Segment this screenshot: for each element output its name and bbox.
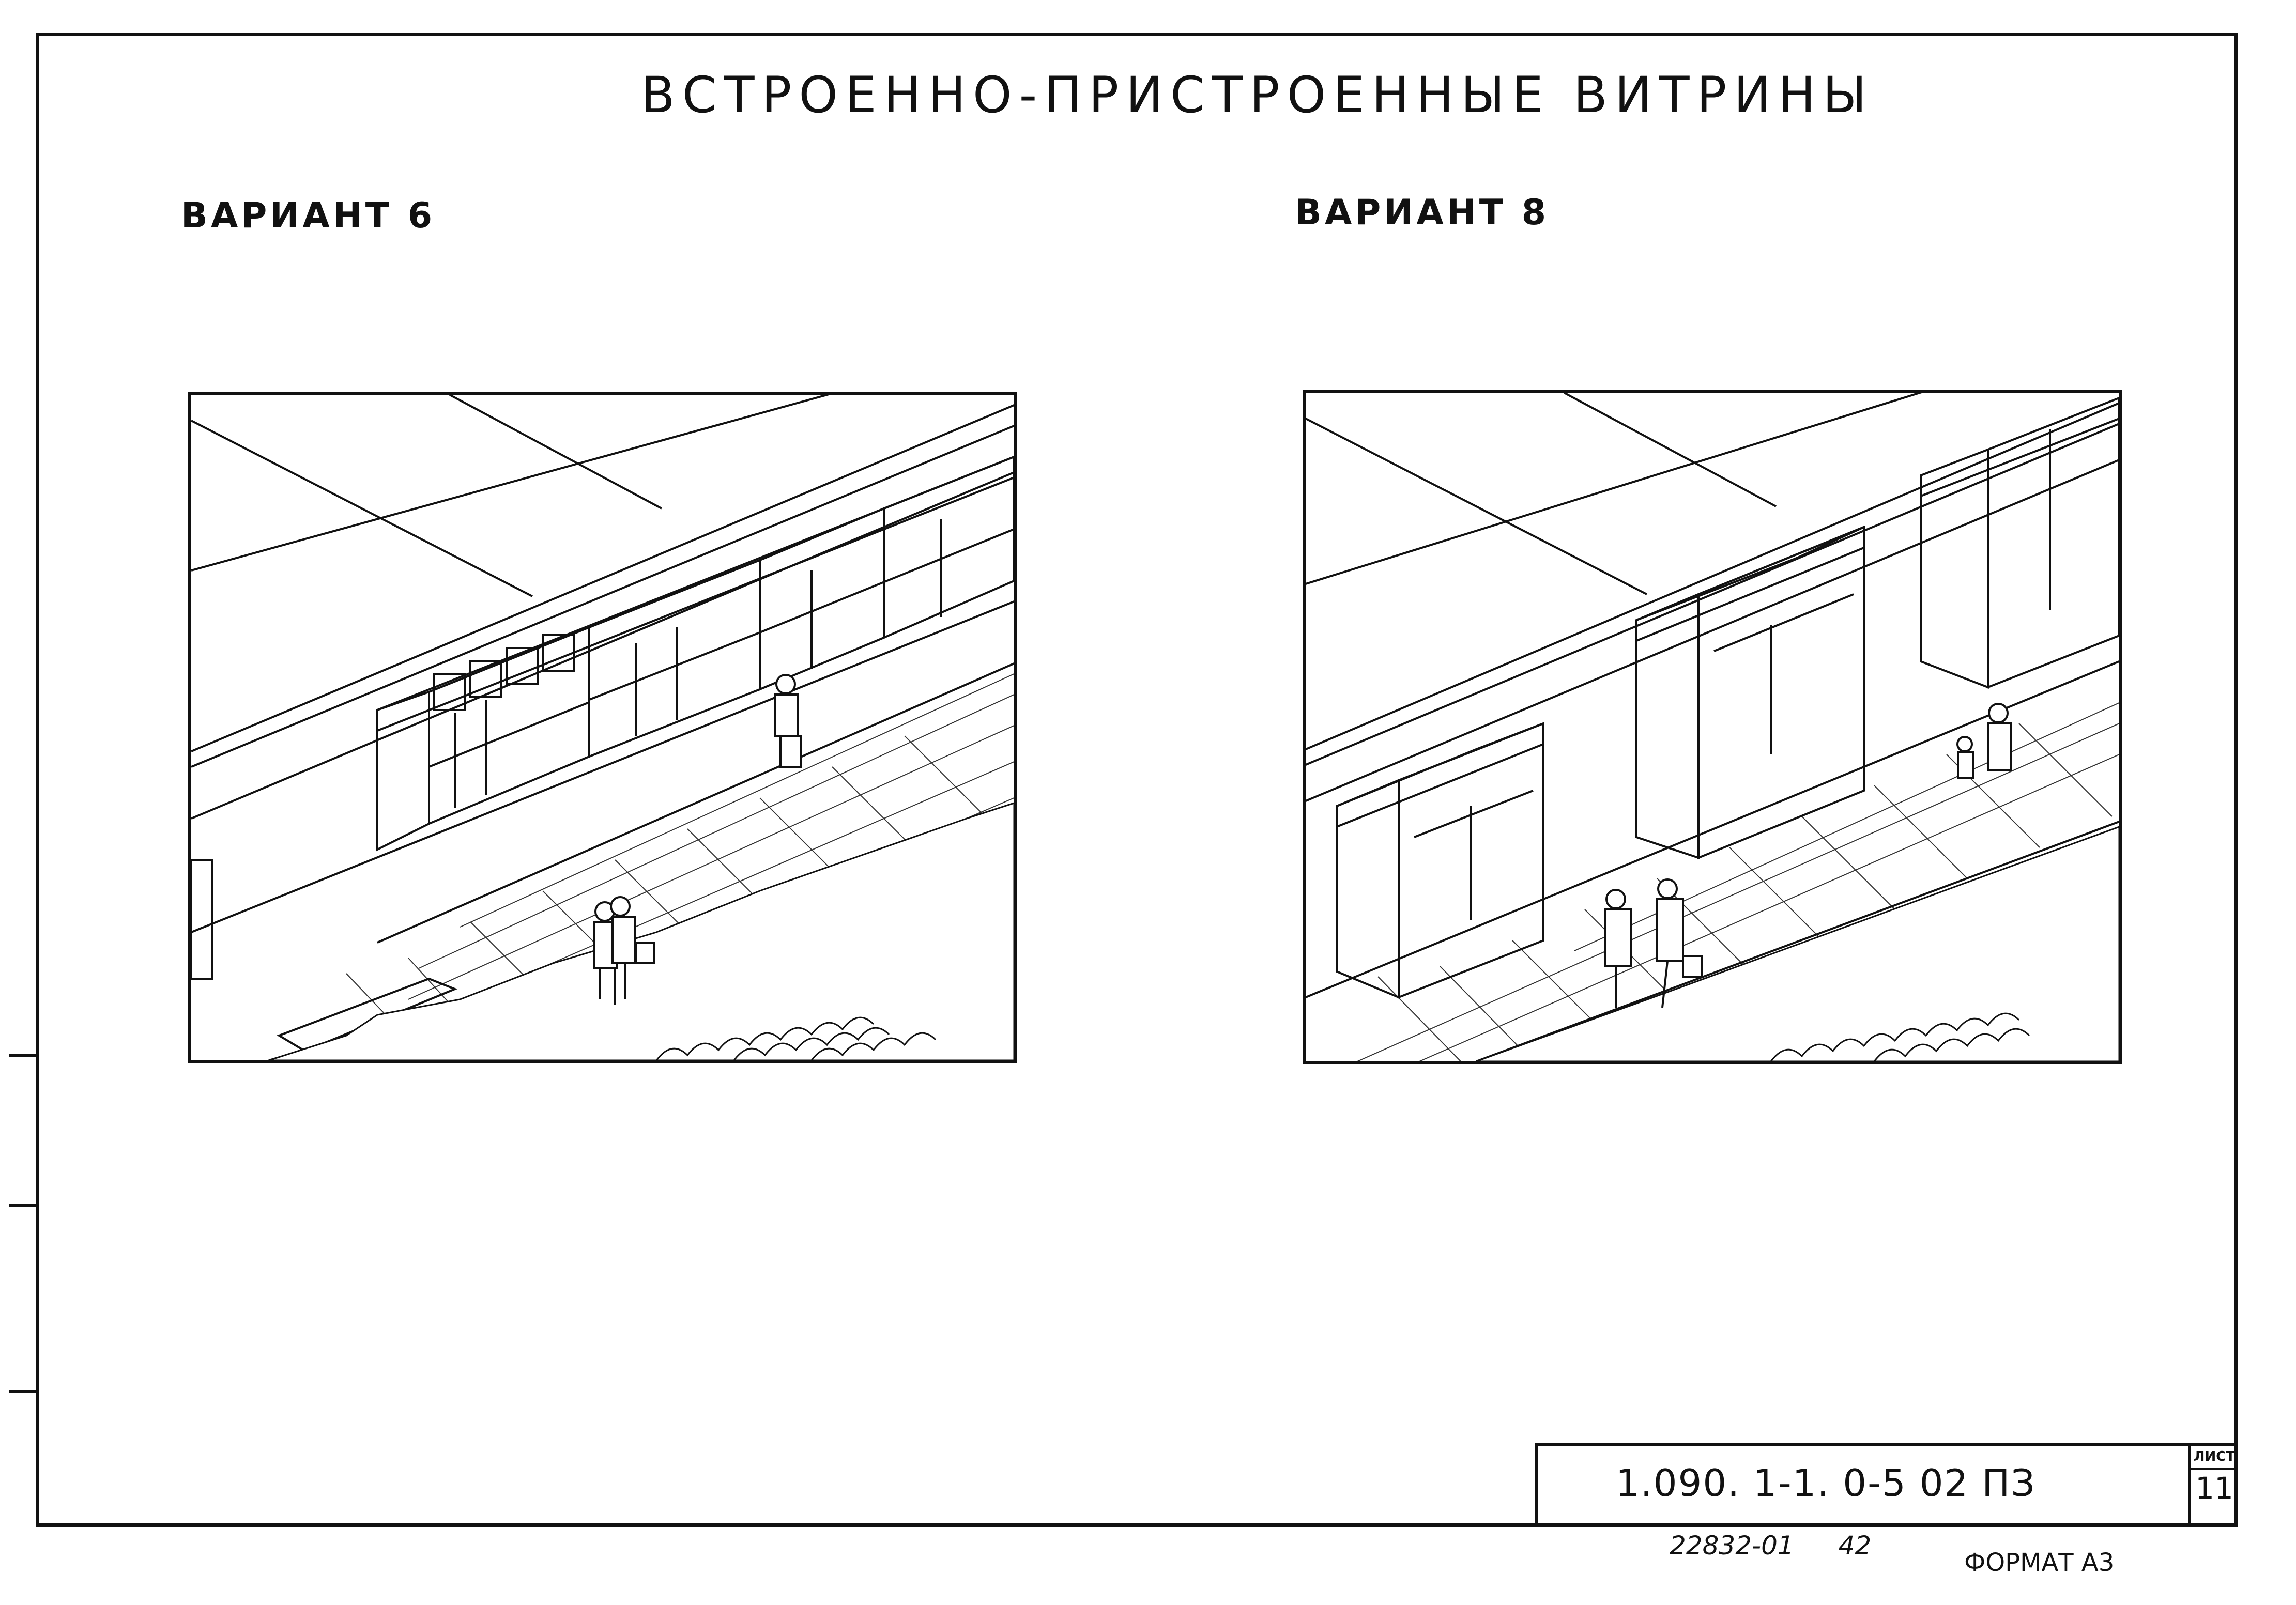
isometric-storefront-drawing <box>1306 393 2119 1061</box>
sheet-cell: ЛИСТ 11 <box>2188 1446 2238 1527</box>
variant-8-label: ВАРИАНТ 8 <box>1295 192 1550 233</box>
inventory-number: 22832-01 <box>1670 1531 1794 1561</box>
format-label: ФОРМАТ А3 <box>1964 1548 2115 1577</box>
variant-8-illustration <box>1303 390 2122 1064</box>
pedestrian-figures <box>593 674 802 1005</box>
document-code: 1.090. 1-1. 0-5 02 ПЗ <box>1616 1461 2036 1505</box>
sheet-title: ВСТРОЕННО-ПРИСТРОЕННЫЕ ВИТРИНЫ <box>641 66 1874 124</box>
page-number: 42 <box>1838 1531 1872 1561</box>
title-block: 1.090. 1-1. 0-5 02 ПЗ ЛИСТ 11 <box>1535 1443 2238 1527</box>
isometric-storefront-drawing <box>191 395 1014 1060</box>
margin-tick <box>9 1390 36 1393</box>
margin-tick <box>9 1204 36 1207</box>
variant-6-illustration <box>188 392 1017 1063</box>
sheet-label: ЛИСТ <box>2191 1446 2238 1470</box>
pedestrian-figures <box>1604 703 2012 1008</box>
drawing-frame <box>36 33 2238 1527</box>
sheet-number: 11 <box>2195 1471 2233 1506</box>
variant-6-label: ВАРИАНТ 6 <box>181 195 436 236</box>
margin-tick <box>9 1054 36 1057</box>
inventory-line: 22832-01 42 <box>1670 1531 1871 1561</box>
